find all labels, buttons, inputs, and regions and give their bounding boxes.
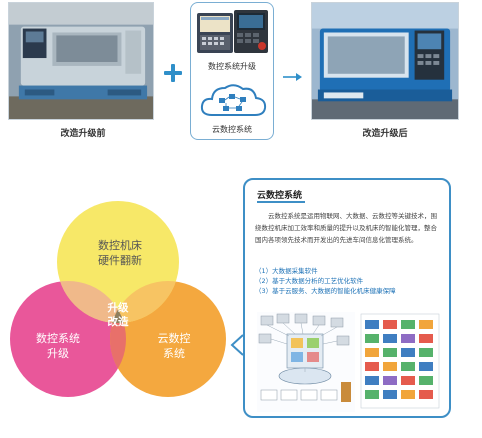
cloud-cnc-icon bbox=[200, 84, 267, 116]
network-diagram-icon bbox=[258, 313, 351, 402]
venn-right-line1: 云数控 bbox=[158, 331, 191, 345]
after-caption: 改造升级后 bbox=[362, 129, 408, 139]
feature-item: （1）大数据采集软件 bbox=[255, 267, 318, 275]
feature-item: （2）基于大数据分析的工艺优化软件 bbox=[255, 277, 364, 285]
feature-list: （1）大数据采集软件 （2）基于大数据分析的工艺优化软件 （3）基于云服务、大数… bbox=[255, 266, 447, 296]
venn-left-line2: 升级 bbox=[47, 347, 69, 360]
machine-after-photo bbox=[311, 2, 459, 120]
app-grid-icon bbox=[365, 320, 433, 399]
venn-center-line2: 改造 bbox=[108, 315, 129, 328]
arrow-right-icon bbox=[283, 73, 302, 81]
cnc-upgrade-label: 数控系统升级 bbox=[208, 62, 256, 71]
machine-before-photo bbox=[8, 2, 154, 120]
venn-top-line1: 数控机床 bbox=[98, 238, 142, 252]
plus-icon bbox=[164, 64, 182, 82]
venn-center-line1: 升级 bbox=[108, 301, 129, 314]
venn-diagram: 数控机床 硬件翻新 数控系统 升级 云数控 系统 升级 改造 bbox=[0, 168, 240, 436]
venn-right-line2: 系统 bbox=[163, 347, 185, 360]
feature-item: （3）基于云服务、大数据的智能化机床健康保障 bbox=[255, 287, 396, 295]
info-description: 云数控系统是运用物联网、大数据、云数控等关键技术，围绕数控机床加工效率和质量的提… bbox=[255, 212, 437, 244]
info-title: 云数控系统 bbox=[257, 191, 303, 201]
system-architecture-figure bbox=[257, 312, 440, 412]
cnc-panel-icon bbox=[197, 10, 268, 53]
cloud-cnc-label: 云数控系统 bbox=[212, 125, 252, 134]
venn-top-line2: 硬件翻新 bbox=[98, 253, 142, 267]
venn-left-line1: 数控系统 bbox=[36, 331, 80, 345]
title-underline bbox=[257, 201, 305, 203]
chevron-left-icon bbox=[230, 334, 244, 356]
cloud-cnc-info-panel: 云数控系统 云数控系统是运用物联网、大数据、云数控等关键技术，围绕数控机床加工效… bbox=[243, 178, 451, 418]
before-caption: 改造升级前 bbox=[60, 129, 106, 139]
upgrade-box: 数控系统升级 云数控系统 bbox=[190, 2, 274, 140]
